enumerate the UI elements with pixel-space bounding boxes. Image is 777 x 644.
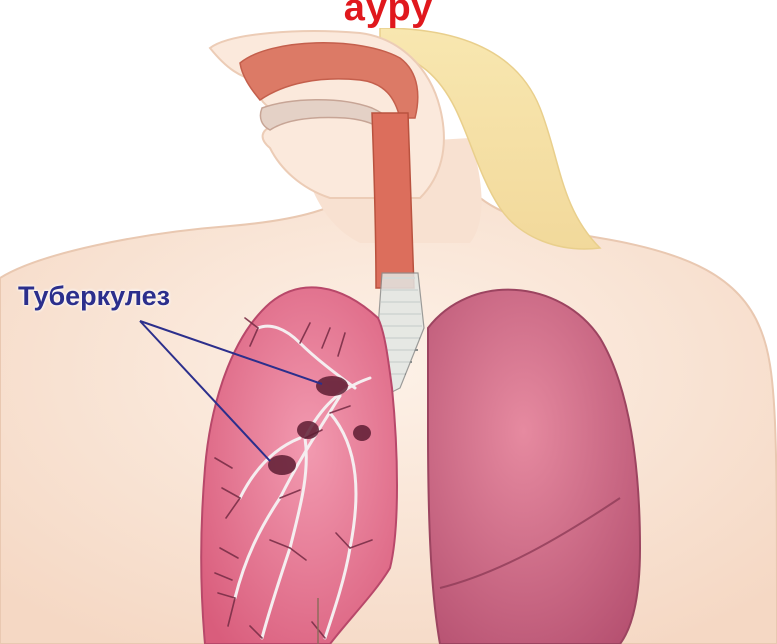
trachea: [372, 113, 414, 288]
diagram-title: ауру: [0, 0, 777, 28]
tuberculosis-label: Туберкулез: [18, 280, 170, 312]
respiratory-system-illustration: [0, 28, 777, 644]
